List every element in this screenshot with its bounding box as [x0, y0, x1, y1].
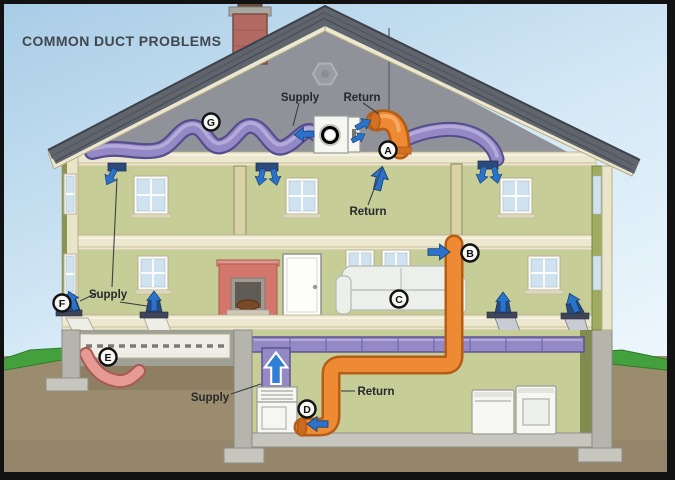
- window-right-narrow-1f: [592, 255, 602, 291]
- problem-markers: A B C D E F G: [52, 112, 480, 419]
- furnace: [256, 386, 298, 434]
- basement-left-footing: [223, 447, 265, 464]
- label-basement-return: Return: [357, 386, 394, 398]
- marker-c: C: [389, 289, 409, 309]
- foundation-right-wall: [591, 329, 613, 451]
- label-basement-supply: Supply: [191, 392, 230, 404]
- svg-text:F: F: [59, 298, 66, 310]
- marker-b: B: [460, 243, 480, 263]
- roof: [47, 4, 641, 177]
- dryer-door: [522, 398, 550, 426]
- fire-logs: [236, 299, 260, 311]
- window-2f-middle: [282, 177, 322, 219]
- crawlspace: [79, 330, 234, 390]
- window-left-narrow-2f: [63, 173, 77, 215]
- ceiling-register-middle: [255, 162, 279, 172]
- basement-left-wall: [233, 329, 253, 449]
- window-2f-left: [130, 175, 172, 219]
- diagram-title: COMMON DUCT PROBLEMS: [22, 33, 221, 49]
- return-elbow-opening: [369, 111, 381, 131]
- leader-lines: [79, 102, 383, 395]
- floor-register-plate-4: [560, 312, 590, 320]
- svg-text:C: C: [395, 294, 403, 306]
- left-wall-siding: [62, 152, 67, 315]
- supply-trunk-duct: [251, 336, 585, 353]
- ceiling-register-right: [477, 160, 499, 170]
- foundation: [45, 329, 623, 464]
- window-1f-right: [524, 255, 564, 295]
- label-attic-supply: Supply: [281, 92, 320, 104]
- window-1f-left: [134, 255, 172, 295]
- label-second-floor-return: Return: [349, 206, 386, 218]
- door: [282, 253, 322, 317]
- dryer: [515, 385, 557, 435]
- svg-text:B: B: [466, 248, 474, 260]
- second-floor: [78, 163, 592, 236]
- window-2f-right: [496, 177, 536, 219]
- svg-text:D: D: [303, 404, 311, 416]
- air-handler: [313, 115, 361, 154]
- svg-text:E: E: [104, 352, 111, 364]
- attic-supply-branch-right: [396, 121, 505, 167]
- fireplace: [216, 259, 280, 317]
- marker-d: D: [297, 399, 317, 419]
- basement: [243, 330, 609, 448]
- window-left-narrow-1f: [63, 253, 77, 295]
- svg-text:A: A: [384, 145, 392, 157]
- wall-divider-right: [450, 163, 463, 236]
- marker-g: G: [201, 112, 221, 132]
- label-first-floor-supply: Supply: [89, 289, 128, 301]
- roof-ridge-edge: [47, 4, 641, 161]
- fallen-flex-duct: [81, 349, 144, 387]
- wall-divider-left: [233, 165, 247, 236]
- attic-supply-duct-sagging: [84, 117, 324, 160]
- attic-vent-center: [321, 70, 329, 78]
- registers-and-airflow: [55, 114, 590, 432]
- mid-floor-band: [61, 234, 613, 251]
- marker-a: A: [378, 140, 398, 160]
- elbow-highlight: [377, 114, 401, 133]
- svg-text:G: G: [207, 117, 215, 129]
- return-opening: [296, 417, 308, 437]
- right-wall-cut: [601, 165, 613, 331]
- basement-corner-shade: [580, 330, 592, 433]
- labels: COMMON DUCT PROBLEMS Supply Return Retur…: [22, 33, 395, 404]
- walls-cut: [61, 151, 613, 331]
- label-attic-return: Return: [343, 92, 380, 104]
- window-right-narrow-2f: [592, 175, 602, 215]
- attic-equipment: [84, 109, 505, 167]
- door-knob: [312, 284, 318, 290]
- marker-e: E: [98, 347, 118, 367]
- floor-register-plate-2: [139, 311, 169, 319]
- attic-return-elbow: [365, 109, 412, 160]
- marker-f: F: [52, 293, 72, 313]
- foundation-right-footing: [577, 447, 623, 463]
- washer: [471, 389, 515, 435]
- foundation-left-footing: [45, 377, 89, 392]
- foundation-left-wall: [61, 329, 81, 383]
